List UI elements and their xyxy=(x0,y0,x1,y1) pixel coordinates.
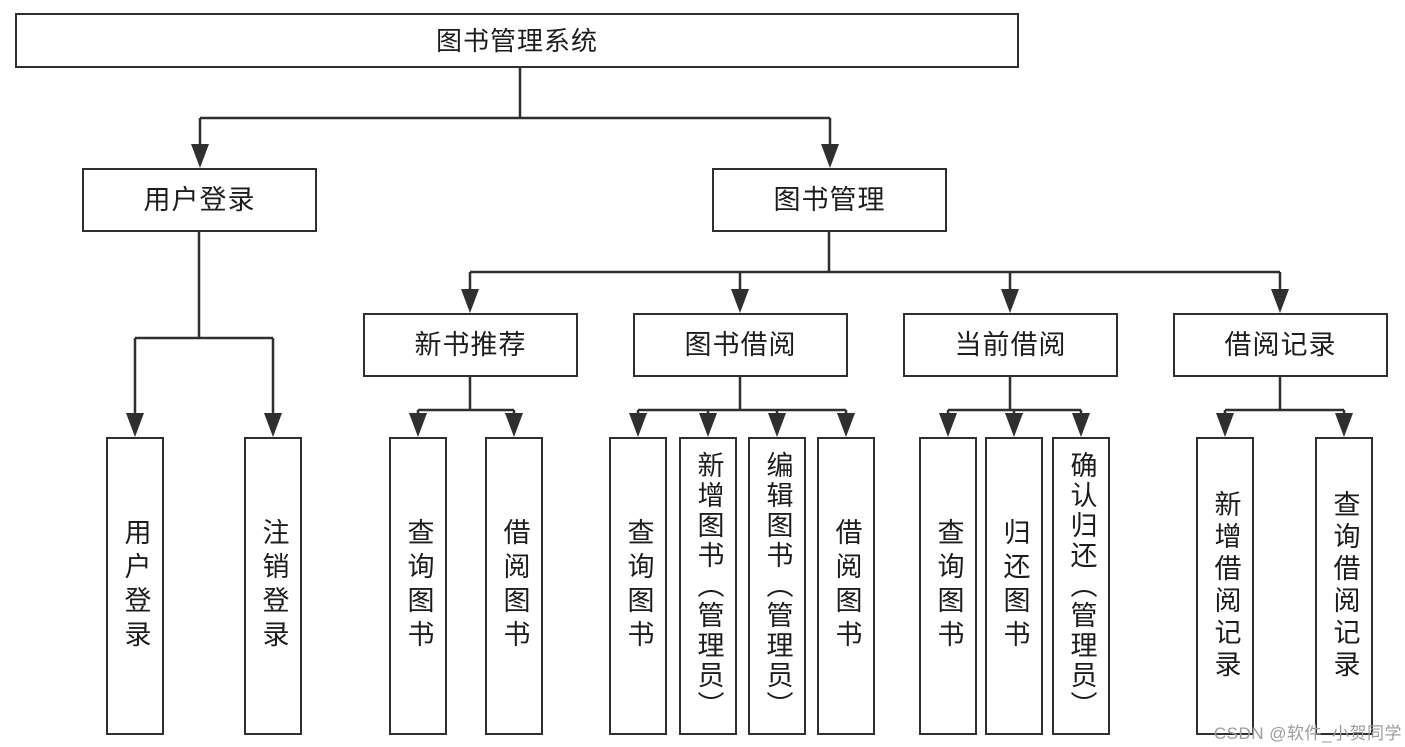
node-book-borrowing: 图书借阅 xyxy=(633,313,848,377)
node-root: 图书管理系统 xyxy=(15,13,1019,68)
leaf-return-books: 归还图书 xyxy=(985,437,1043,735)
connector-book-mgmt-to-level3 xyxy=(461,232,1289,313)
leaf-query-books-recommend: 查询图书 xyxy=(389,437,447,735)
connector-user-login-to-leaves xyxy=(126,232,282,437)
leaf-logout: 注销登录 xyxy=(244,437,302,735)
node-user-login: 用户登录 xyxy=(82,168,317,232)
leaf-add-borrow-record: 新增借阅记录 xyxy=(1196,437,1254,735)
connector-borrowing-to-leaves xyxy=(629,377,855,437)
leaf-query-books-borrowing: 查询图书 xyxy=(609,437,667,735)
leaf-query-books-current: 查询图书 xyxy=(919,437,977,735)
leaf-borrow-books: 借阅图书 xyxy=(817,437,875,735)
node-new-books: 新书推荐 xyxy=(363,313,578,377)
leaf-add-books-admin: 新增图书（管理员） xyxy=(679,437,737,735)
leaf-confirm-return-admin: 确认归还（管理员） xyxy=(1052,437,1110,735)
leaf-query-borrow-record: 查询借阅记录 xyxy=(1315,437,1373,735)
leaf-borrow-books-recommend: 借阅图书 xyxy=(485,437,543,735)
leaf-edit-books-admin: 编辑图书（管理员） xyxy=(748,437,806,735)
leaf-user-login: 用户登录 xyxy=(106,437,164,735)
connector-current-to-leaves xyxy=(939,377,1090,437)
node-book-mgmt: 图书管理 xyxy=(712,168,947,232)
node-current-borrowing: 当前借阅 xyxy=(903,313,1118,377)
connector-records-to-leaves xyxy=(1216,377,1353,437)
watermark: CSDN @软件_小贺同学 xyxy=(1213,724,1402,743)
connector-new-books-to-leaves xyxy=(409,377,523,437)
connector-root-to-level2 xyxy=(191,68,839,168)
node-borrowing-records: 借阅记录 xyxy=(1173,313,1388,377)
